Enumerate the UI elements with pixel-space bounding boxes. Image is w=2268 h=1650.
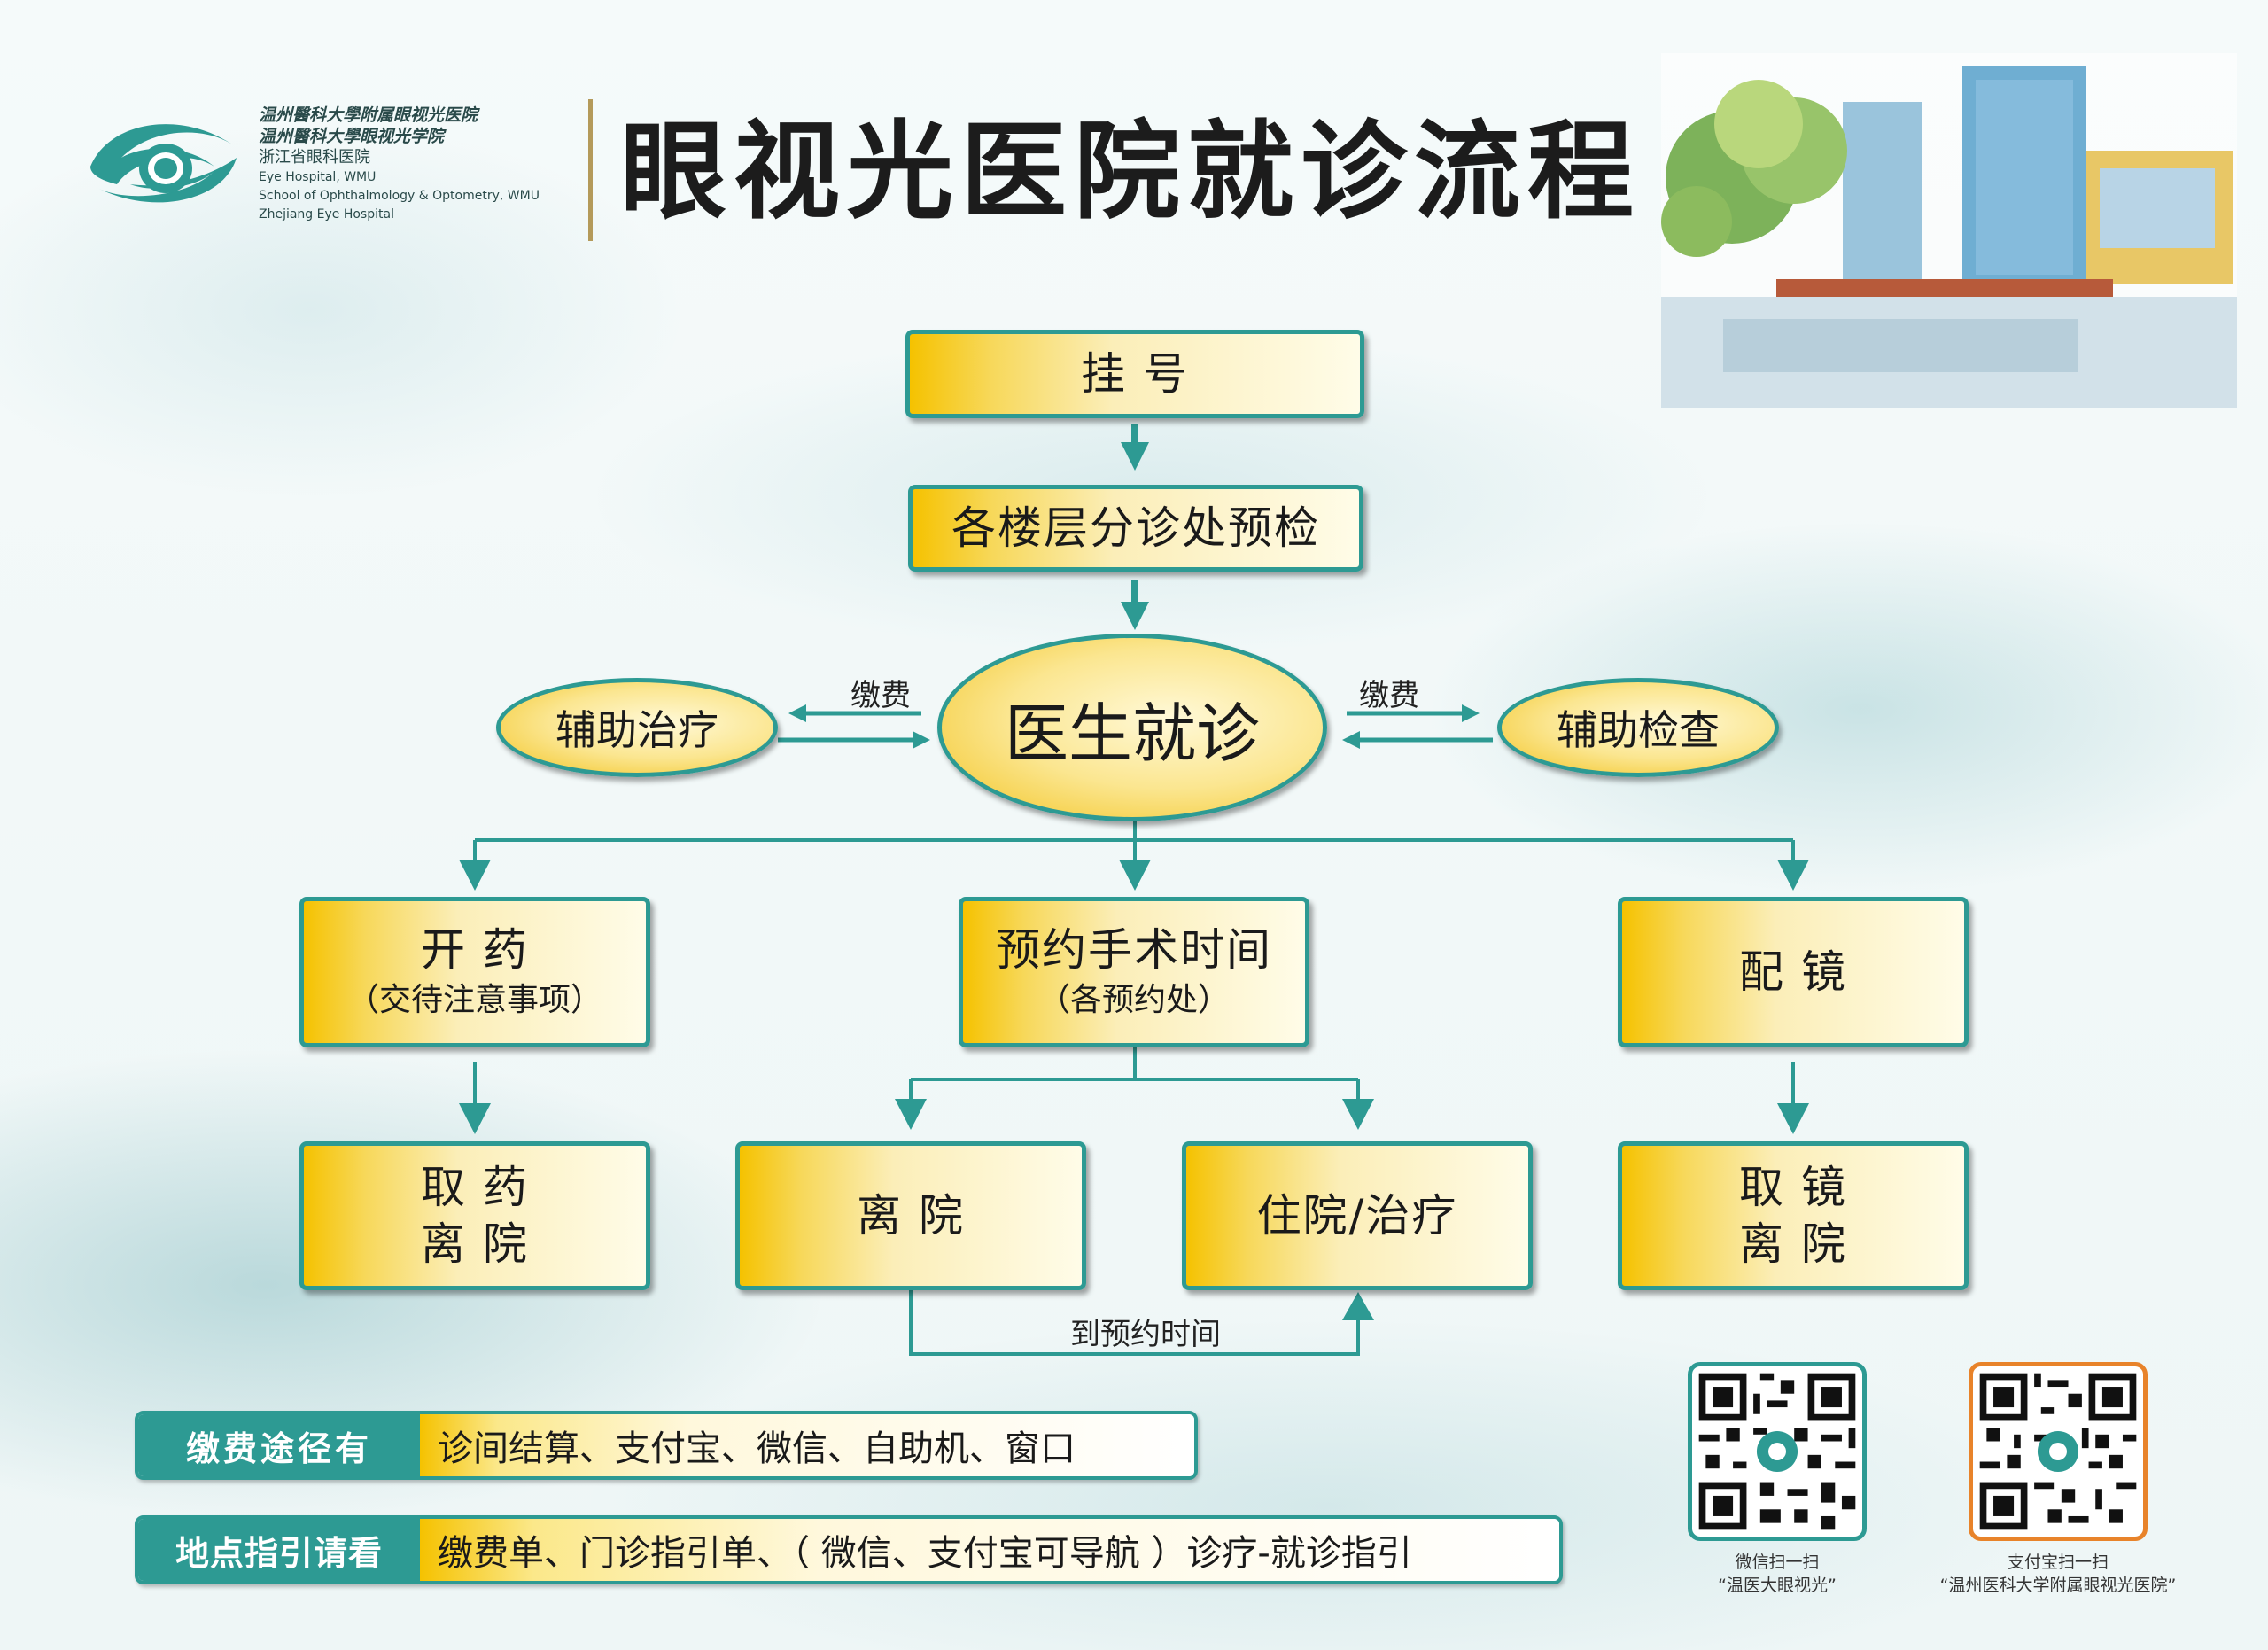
alipay-qr-code-icon (1979, 1373, 2137, 1530)
surgery-title: 预约手术时间 (996, 924, 1272, 976)
surgery-box: 预约手术时间 （各预约处） (959, 897, 1309, 1047)
hospital-name-cn-3: 浙江省眼科医院 (259, 148, 370, 167)
wechat-qr-code-icon (1698, 1373, 1856, 1530)
take-glasses-line-1: 取 镜 (1739, 1162, 1847, 1213)
alipay-qr-caption-line-2: “温州医科大学附属眼视光医院” (1939, 1576, 2177, 1595)
alipay-qr-frame[interactable] (1969, 1362, 2148, 1541)
header-divider (588, 99, 593, 241)
hospitalize-box: 住院/治疗 (1182, 1141, 1533, 1290)
hospital-name-block: 温州醫科大學附属眼视光医院 温州醫科大學眼视光学院 浙江省眼科医院 Eye Ho… (259, 105, 540, 224)
pay-left-label: 缴费 (850, 678, 911, 713)
eye-logo-icon (90, 124, 237, 203)
wechat-qr-caption-line-2: “温医大眼视光” (1718, 1576, 1837, 1595)
prescribe-box: 开 药 （交待注意事项） (299, 897, 650, 1047)
register-box: 挂 号 (905, 330, 1364, 418)
take-medicine-line-2: 离 院 (421, 1218, 529, 1270)
take-glasses-line-2: 离 院 (1739, 1218, 1847, 1270)
take-medicine-box: 取 药 离 院 (299, 1141, 650, 1290)
prescribe-title: 开 药 (421, 924, 529, 976)
pre-check-label: 各楼层分诊处预检 (951, 502, 1320, 554)
leave-box: 离 院 (735, 1141, 1086, 1290)
payment-methods-bar: 缴费途径有 诊间结算、支付宝、微信、自助机、窗口 (135, 1411, 1198, 1480)
location-guide-bar: 地点指引请看 缴费单、门诊指引单、（ 微信、支付宝可导航 ）诊疗-就诊指引 (135, 1515, 1563, 1584)
wechat-qr-frame[interactable] (1688, 1362, 1867, 1541)
pay-right-label: 缴费 (1359, 678, 1419, 713)
hospital-name-en-2: School of Ophthalmology & Optometry, WMU (259, 189, 540, 203)
take-medicine-line-1: 取 药 (421, 1162, 529, 1213)
hospital-name-en-1: Eye Hospital, WMU (259, 170, 377, 184)
doctor-label: 医生就诊 (1004, 696, 1260, 771)
location-guide-value: 缴费单、门诊指引单、（ 微信、支付宝可导航 ）诊疗-就诊指引 (420, 1519, 1559, 1581)
pre-check-box: 各楼层分诊处预检 (908, 485, 1363, 572)
hospital-building-illustration (1661, 53, 2237, 408)
alipay-qr-caption-line-1: 支付宝扫一扫 (2007, 1553, 2109, 1572)
aux-treatment-ellipse: 辅助治疗 (496, 678, 778, 777)
register-label: 挂 号 (1081, 348, 1189, 400)
aux-exam-ellipse: 辅助检查 (1497, 678, 1779, 777)
hospital-name-cn-1: 温州醫科大學附属眼视光医院 (259, 105, 478, 125)
wechat-qr-caption-line-1: 微信扫一扫 (1735, 1553, 1820, 1572)
glasses-label: 配 镜 (1739, 946, 1847, 998)
alipay-qr-caption: 支付宝扫一扫 “温州医科大学附属眼视光医院” (1896, 1551, 2220, 1597)
payment-methods-value: 诊间结算、支付宝、微信、自助机、窗口 (420, 1414, 1194, 1476)
doctor-ellipse: 医生就诊 (937, 634, 1327, 821)
wechat-qr-caption: 微信扫一扫 “温医大眼视光” (1648, 1551, 1907, 1597)
appointment-time-label: 到预约时间 (1070, 1317, 1221, 1352)
payment-methods-label: 缴费途径有 (138, 1414, 420, 1476)
location-guide-label: 地点指引请看 (138, 1519, 420, 1581)
surgery-subtitle: （各预约处） (1037, 982, 1230, 1018)
leave-label: 离 院 (857, 1190, 965, 1241)
glasses-box: 配 镜 (1618, 897, 1969, 1047)
aux-treatment-label: 辅助治疗 (555, 706, 718, 754)
hospital-name-cn-2: 温州醫科大學眼视光学院 (259, 127, 445, 146)
hospital-name-en-3: Zhejiang Eye Hospital (259, 207, 394, 222)
prescribe-subtitle: （交待注意事项） (346, 982, 602, 1018)
take-glasses-box: 取 镜 离 院 (1618, 1141, 1969, 1290)
hospitalize-label: 住院/治疗 (1256, 1190, 1458, 1241)
page-title: 眼视光医院就诊流程 (620, 111, 1641, 234)
aux-exam-label: 辅助检查 (1557, 706, 1720, 754)
